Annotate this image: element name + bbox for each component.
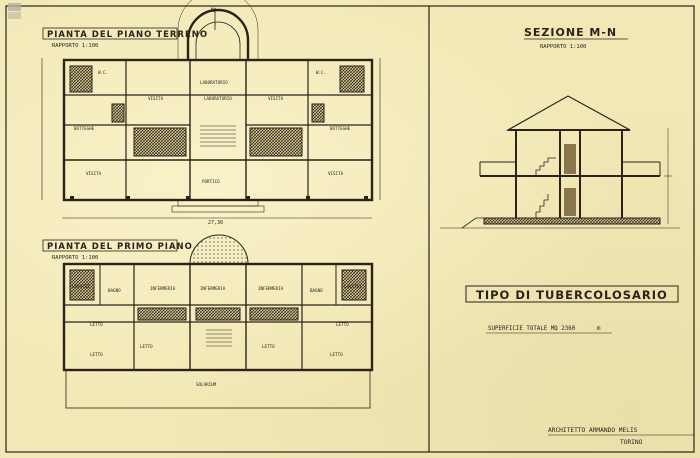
archive-stamp	[8, 3, 21, 11]
section-stair	[535, 194, 549, 218]
hatched-room	[341, 269, 367, 301]
ground-floor-title-box	[42, 27, 178, 40]
stair-treads	[206, 329, 232, 347]
room-label: LAVATOI	[72, 284, 90, 289]
room-label: VISITA	[148, 96, 164, 101]
portico-columns	[70, 196, 368, 200]
door	[564, 144, 576, 174]
project-title-box	[465, 285, 679, 303]
room-label: LETTO	[336, 322, 349, 327]
hatched-room	[339, 65, 365, 93]
first-floor-plan: PIANTA DEL PRIMO PIANO RAPPORTO 1:100 LA…	[42, 234, 374, 409]
architect-name: ARCHITETTO ARMANDO MELIS	[548, 427, 638, 434]
ground-floor-scale: RAPPORTO 1:100	[52, 43, 98, 49]
room-label: LAVATOI	[344, 284, 362, 289]
hatched-room	[111, 103, 125, 123]
title-block: TIPO DI TUBERCOLOSARIO SUPERFICIE TOTALE…	[465, 285, 694, 446]
room-label: PORTICO	[202, 179, 220, 184]
room-label: LABORATORIO	[204, 96, 232, 101]
room-label: VISITA	[268, 96, 284, 101]
roof	[505, 95, 631, 131]
room-label: LETTO	[90, 352, 103, 357]
section-stair	[535, 157, 556, 176]
room-label: INFERMERIA	[150, 286, 176, 291]
solarium-outline	[65, 369, 371, 409]
stair-treads	[200, 125, 236, 147]
room-label: BOTTEGHE	[330, 126, 351, 131]
room-label: INFERMERIA	[258, 286, 284, 291]
sheet-border	[5, 5, 695, 453]
hatched-room	[69, 65, 93, 93]
section-title: SEZIONE M-N	[524, 26, 617, 39]
room-label: VISITA	[86, 171, 102, 176]
stair-room	[249, 127, 303, 157]
room-label: BAGNO	[108, 288, 121, 293]
room-label: W.C.	[316, 70, 326, 75]
project-title: TIPO DI TUBERCOLOSARIO	[476, 288, 668, 302]
foundation	[483, 217, 661, 225]
ground-floor-dimension: 27,30	[208, 220, 223, 226]
apse-inner	[195, 21, 241, 60]
entrance-step	[171, 205, 265, 213]
ground-floor-title: PIANTA DEL PIANO TERRENO	[47, 30, 208, 40]
section-scale: RAPPORTO 1:100	[540, 44, 586, 50]
apse-wall	[186, 8, 250, 60]
first-floor-scale: RAPPORTO 1:100	[52, 255, 98, 261]
archive-stamp	[8, 12, 21, 19]
section-drawing: SEZIONE M-N RAPPORTO 1:100	[440, 26, 680, 229]
room-label: LETTO	[90, 322, 103, 327]
apse-outline	[177, 0, 259, 60]
city-name: TORINO	[620, 439, 643, 446]
ground-floor-plan: PIANTA DEL PIANO TERRENO RAPPORTO 1:100 …	[41, 0, 381, 226]
door	[564, 188, 576, 216]
room-label: INFERMERIA	[200, 286, 226, 291]
lunette	[189, 234, 249, 265]
area-note: SUPERFICIE TOTALE MQ 2360	[488, 326, 576, 332]
room-label: LETTO	[330, 352, 343, 357]
room-label: VISITA	[328, 171, 344, 176]
hatched-room	[311, 103, 325, 123]
room-label: BOTTEGHE	[74, 126, 95, 131]
room-label: W.C.	[98, 70, 108, 75]
room-label: BAGNO	[310, 288, 323, 293]
first-floor-title-box	[42, 239, 178, 252]
area-unit: m	[597, 326, 601, 332]
solarium-label: SOLARIUM	[196, 382, 217, 387]
ground-slope	[461, 217, 484, 229]
room-label: LABORATORIO	[200, 80, 228, 85]
corridor-hatch	[249, 307, 299, 321]
room-label: LETTO	[262, 344, 275, 349]
stair-room	[133, 127, 187, 157]
room-label: LETTO	[140, 344, 153, 349]
hatched-room	[69, 269, 95, 301]
first-floor-title: PIANTA DEL PRIMO PIANO	[47, 242, 193, 252]
corridor-hatch	[195, 307, 241, 321]
corridor-hatch	[137, 307, 187, 321]
